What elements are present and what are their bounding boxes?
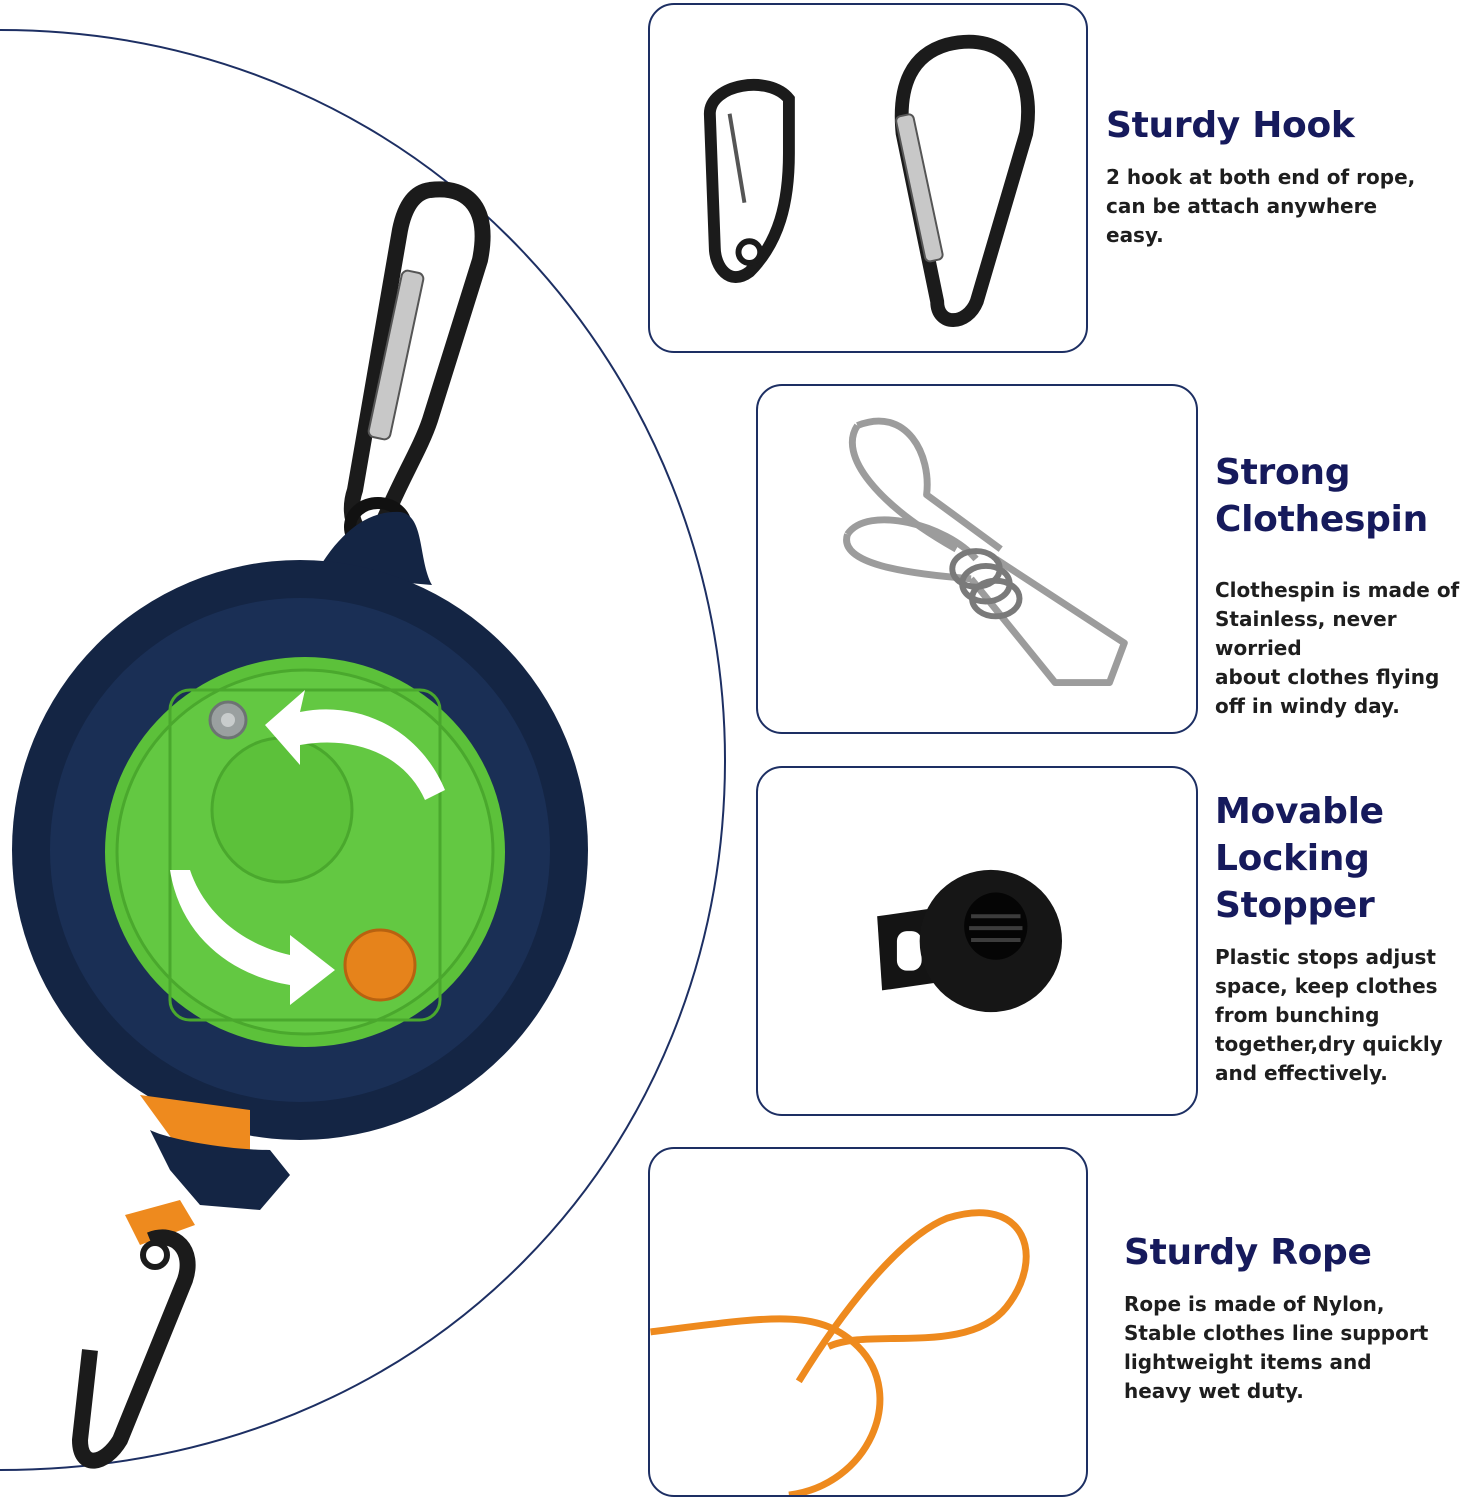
carabiner-images [703,34,1035,327]
feature-title: Movable Locking Stopper [1215,791,1384,926]
rope-panel [648,1147,1088,1497]
feature-sturdy-rope: Sturdy Rope Rope is made of Nylon, Stabl… [1124,1229,1469,1406]
feature-description: Rope is made of Nylon, Stable clothes li… [1124,1292,1429,1403]
large-carabiner-icon [894,34,1035,327]
top-carabiner [343,181,491,557]
spring-icon [949,548,1023,620]
feature-movable-locking-stopper: Movable Locking Stopper Plastic stops ad… [1215,788,1471,1088]
spring-icon [969,914,1023,942]
arrow-icon [265,690,445,800]
background-arc [0,29,727,1471]
small-carabiner-icon [703,79,795,283]
nylon-rope-image [650,1209,1030,1495]
retractable-clothesline-image [12,181,588,1469]
clothespin-image [843,417,1128,687]
locking-stopper-image [877,869,1063,1013]
feature-sturdy-hook: Sturdy Hook 2 hook at both end of rope, … [1106,102,1466,250]
feature-description: Clothespin is made of Stainless, never w… [1215,578,1460,718]
feature-strong-clothespin: Strong Clothespin Clothespin is made of … [1215,430,1471,740]
rope-outlet [343,928,417,1002]
bottom-hook [71,1229,196,1469]
feature-title: Strong Clothespin [1215,452,1428,540]
feature-title: Sturdy Hook [1106,105,1355,146]
feature-description: 2 hook at both end of rope, can be attac… [1106,165,1416,247]
stopper-panel [756,766,1198,1116]
feature-title: Sturdy Rope [1124,1232,1372,1273]
feature-description: Plastic stops adjust space, keep clothes… [1215,945,1443,1085]
arrow-icon [170,870,335,1005]
clothespin-panel [756,384,1198,734]
hook-panel [648,3,1088,353]
